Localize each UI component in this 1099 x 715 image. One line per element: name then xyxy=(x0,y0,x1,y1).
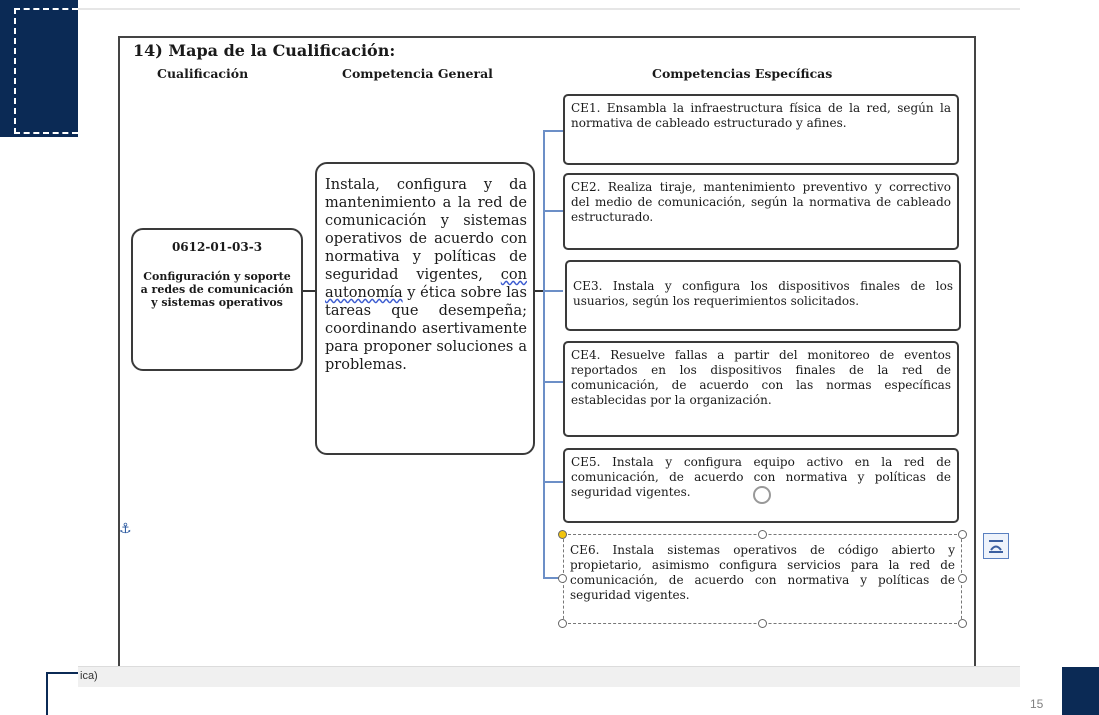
resize-handle-top-right[interactable] xyxy=(958,530,967,539)
slide-top-rule xyxy=(78,8,1020,10)
general-competence-box[interactable]: Instala, configura y da mantenimiento a … xyxy=(315,162,535,455)
resize-handle-top[interactable] xyxy=(758,530,767,539)
qualification-name: Configuración y soporte a redes de comun… xyxy=(140,270,294,309)
connector-ce6 xyxy=(543,577,563,579)
resize-handle-top-left[interactable] xyxy=(558,530,567,539)
specific-competence-ce4[interactable]: CE4. Resuelve fallas a partir del monito… xyxy=(563,341,959,437)
qualification-code: 0612-01-03-3 xyxy=(171,240,263,254)
header-general-competence: Competencia General xyxy=(342,66,493,81)
specific-competence-ce5[interactable]: CE5. Instala y configura equipo activo e… xyxy=(563,448,959,523)
layout-options-icon[interactable] xyxy=(983,533,1009,559)
slide-bottom-left-rule xyxy=(46,672,48,715)
connector-ce4 xyxy=(543,381,563,383)
slide-bottom-left-tick xyxy=(46,672,86,674)
page-number: 15 xyxy=(1030,697,1044,711)
page-title: 14) Mapa de la Cualificación: xyxy=(133,41,396,60)
header-qualification: Cualificación xyxy=(157,66,249,81)
specific-competence-ce3[interactable]: CE3. Instala y configura los dispositivo… xyxy=(565,260,961,331)
spellcheck-flagged-text[interactable]: con autonomía xyxy=(325,267,527,301)
resize-handle-bottom-left[interactable] xyxy=(558,619,567,628)
resize-handle-right[interactable] xyxy=(958,574,967,583)
resize-handle-left[interactable] xyxy=(558,574,567,583)
slide-dashed-frame xyxy=(14,8,78,134)
connector-general-spine xyxy=(535,290,543,292)
connector-ce2 xyxy=(543,210,563,212)
general-competence-text: Instala, configura y da mantenimiento a … xyxy=(325,177,527,283)
resize-handle-bottom-right[interactable] xyxy=(958,619,967,628)
rotate-handle-icon[interactable] xyxy=(753,486,771,504)
connector-ce3 xyxy=(543,290,563,292)
specific-competence-ce2[interactable]: CE2. Realiza tiraje, mantenimiento preve… xyxy=(563,173,959,250)
anchor-icon: ⚓ xyxy=(119,521,132,537)
slide-bottom-right-block xyxy=(1062,667,1099,715)
specific-competence-ce6[interactable]: CE6. Instala sistemas operativos de códi… xyxy=(563,534,962,624)
connector-spine xyxy=(543,130,545,578)
header-specific-competences: Competencias Específicas xyxy=(652,66,833,81)
resize-handle-bottom[interactable] xyxy=(758,619,767,628)
slide-corner-block xyxy=(0,0,78,137)
connector-ce1 xyxy=(543,130,563,132)
specific-competence-ce1[interactable]: CE1. Ensambla la infraestructura física … xyxy=(563,94,959,165)
connector-qual-general xyxy=(303,290,316,292)
general-competence-text-end: y ética sobre las tareas que desempeña; … xyxy=(325,285,527,373)
document-status-text: ica) xyxy=(80,670,98,682)
connector-ce5 xyxy=(543,481,563,483)
qualification-box[interactable]: 0612-01-03-3 Configuración y soporte a r… xyxy=(131,228,303,371)
document-horizontal-scrollbar[interactable] xyxy=(78,666,1020,687)
